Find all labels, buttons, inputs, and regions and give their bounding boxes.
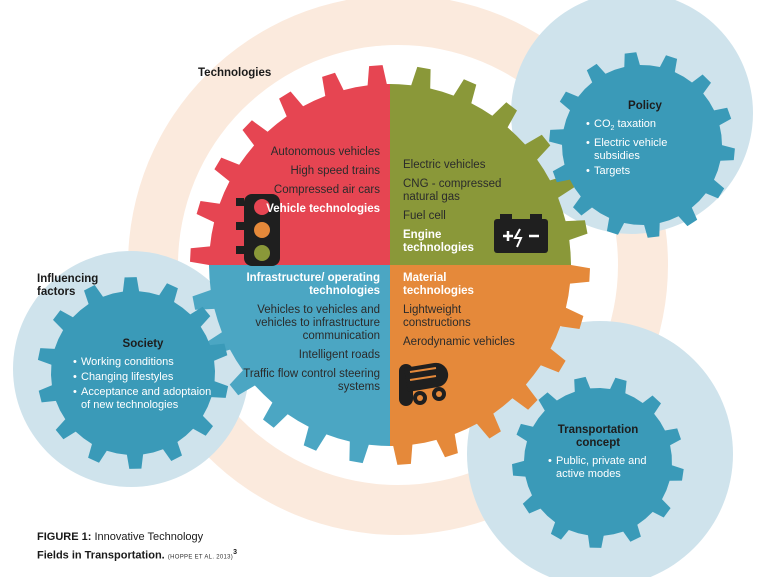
battery-icon [494, 214, 548, 253]
quadrant-vehicle-technologies [190, 65, 390, 265]
society-box: Society Working conditions Changing life… [73, 338, 213, 414]
figure-title-line1: Innovative Technology [94, 531, 204, 543]
infrastructure-tech-title: Infrastructure/ operating technologies [246, 272, 380, 297]
technologies-heading: Technologies [198, 67, 272, 79]
transportation-title: Transportation concept [557, 424, 639, 449]
list-item: Autonomous vehicles [270, 146, 380, 158]
list-item: Aerodynamic vehicles [403, 336, 515, 348]
list-item: Targets [586, 165, 704, 178]
engine-tech-title: Engine technologies [403, 229, 474, 254]
list-item: Working conditions [73, 356, 213, 369]
list-item: Traffic flow control steering systems [243, 368, 380, 393]
list-item: Electric vehicles [403, 159, 486, 171]
list-item: Intelligent roads [298, 349, 380, 361]
list-item: Acceptance and adoptaion of new technolo… [73, 386, 213, 412]
figure-footnote: 3 [233, 549, 238, 556]
list-item: Vehicles to vehicles and vehicles to inf… [255, 304, 380, 342]
list-item: Changing lifestyles [73, 371, 213, 384]
quadrant-infrastructure-technologies [192, 265, 390, 464]
society-title: Society [122, 338, 164, 350]
figure-title-line2: Fields in Transportation. [37, 549, 165, 562]
list-item: Electric vehicle subsidies [586, 137, 704, 163]
vehicle-tech-title: Vehicle technologies [266, 203, 380, 215]
figure-caption: FIGURE 1: Innovative Technology Fields i… [37, 531, 237, 562]
list-item: Fuel cell [403, 210, 446, 222]
figure-citation: (HOPPE ET AL. 2013) [167, 554, 234, 561]
transportation-box: Transportation concept Public, private a… [548, 424, 648, 483]
influencing-factors-heading: Influencing factors [37, 273, 99, 298]
conveyor-icon [399, 362, 449, 406]
policy-box: Policy CO2 taxation Electric vehicle sub… [586, 100, 704, 180]
policy-list: CO2 taxation Electric vehicle subsidies … [586, 118, 704, 178]
transportation-list: Public, private and active modes [548, 455, 648, 481]
list-item: CO2 taxation [586, 118, 704, 135]
engine-tech-list: Electric vehicles CNG - compressed natur… [403, 159, 528, 255]
figure-label: FIGURE 1: [37, 531, 92, 543]
material-tech-title: Material technologies [403, 272, 474, 297]
list-item: Compressed air cars [273, 184, 380, 196]
vehicle-tech-list: Autonomous vehicles High speed trains Co… [255, 146, 380, 216]
list-item: CNG - compressed natural gas [403, 178, 502, 203]
list-item: Lightweight constructions [403, 304, 471, 329]
policy-title: Policy [628, 100, 662, 112]
list-item: High speed trains [290, 165, 381, 177]
quadrant-material-technologies [390, 265, 590, 465]
infrastructure-tech-list: Infrastructure/ operating technologies V… [215, 272, 380, 394]
material-tech-list: Material technologies Lightweight constr… [403, 272, 548, 349]
traffic-light-icon [236, 194, 280, 266]
list-item: Public, private and active modes [548, 455, 648, 481]
society-list: Working conditions Changing lifestyles A… [73, 356, 213, 412]
